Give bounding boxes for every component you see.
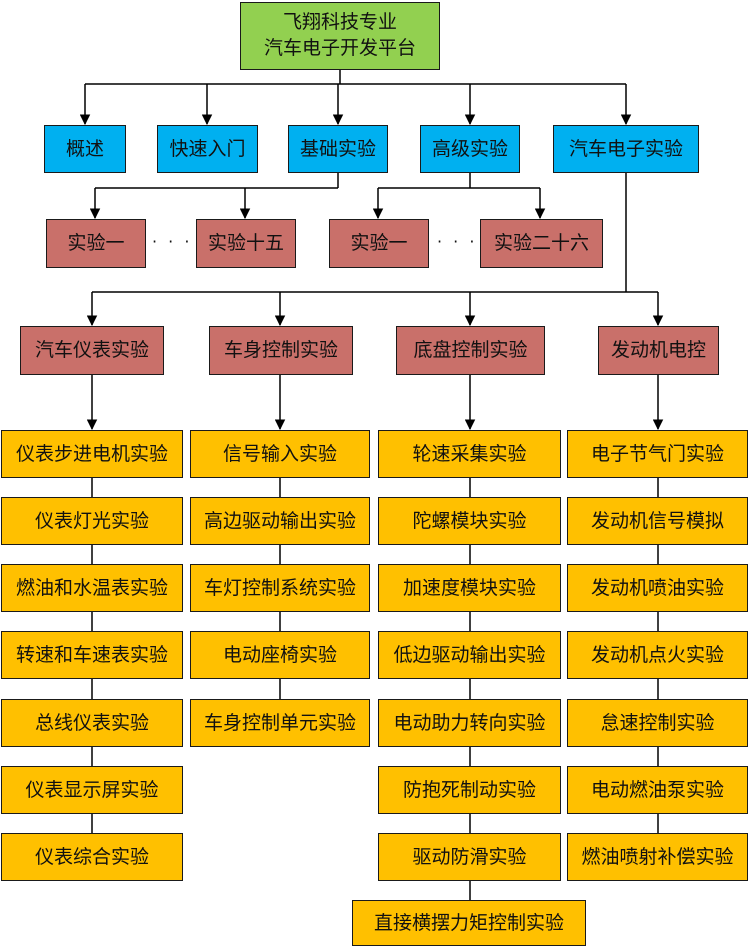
node-overview: 概述 <box>44 125 126 173</box>
category-engine-control: 发动机电控 <box>598 326 719 375</box>
item-chassis-4: 低边驱动输出实验 <box>378 631 561 679</box>
basic-experiment-first: 实验一 <box>46 219 146 268</box>
advanced-experiment-first: 实验一 <box>329 219 429 268</box>
item-body-1: 信号输入实验 <box>190 430 370 478</box>
advanced-experiment-last: 实验二十六 <box>480 219 603 268</box>
item-instrument-5: 总线仪表实验 <box>1 699 183 747</box>
root-node-platform: 飞翔科技专业 汽车电子开发平台 <box>240 2 440 70</box>
item-engine-2: 发动机信号模拟 <box>567 497 748 545</box>
category-chassis-control: 底盘控制实验 <box>396 326 545 375</box>
basic-experiment-last: 实验十五 <box>196 219 296 268</box>
item-body-2: 高边驱动输出实验 <box>190 497 370 545</box>
item-chassis-7: 驱动防滑实验 <box>378 833 561 881</box>
item-body-4: 电动座椅实验 <box>190 631 370 679</box>
node-auto-electronics-experiments: 汽车电子实验 <box>553 125 699 173</box>
advanced-experiments-ellipsis: · · · · <box>437 232 494 251</box>
item-engine-4: 发动机点火实验 <box>567 631 748 679</box>
item-chassis-6: 防抱死制动实验 <box>378 766 561 814</box>
item-chassis-3: 加速度模块实验 <box>378 564 561 612</box>
node-quickstart: 快速入门 <box>157 125 258 173</box>
item-engine-6: 电动燃油泵实验 <box>567 766 748 814</box>
root-title-line1: 飞翔科技专业 <box>282 11 397 34</box>
node-basic-experiments: 基础实验 <box>288 125 388 173</box>
item-instrument-3: 燃油和水温表实验 <box>1 564 183 612</box>
item-engine-7: 燃油喷射补偿实验 <box>567 833 748 881</box>
category-instrument: 汽车仪表实验 <box>20 326 164 375</box>
basic-experiments-ellipsis: · · · · <box>152 232 209 251</box>
root-title-line2: 汽车电子开发平台 <box>263 37 416 59</box>
item-chassis-1: 轮速采集实验 <box>378 430 561 478</box>
item-instrument-1: 仪表步进电机实验 <box>1 430 183 478</box>
item-body-3: 车灯控制系统实验 <box>190 564 370 612</box>
item-engine-1: 电子节气门实验 <box>567 430 748 478</box>
category-body-control: 车身控制实验 <box>209 326 353 375</box>
item-body-5: 车身控制单元实验 <box>190 699 370 747</box>
item-engine-5: 怠速控制实验 <box>567 699 748 747</box>
item-chassis-2: 陀螺模块实验 <box>378 497 561 545</box>
item-chassis-8: 直接横摆力矩控制实验 <box>352 900 586 946</box>
item-instrument-7: 仪表综合实验 <box>1 833 183 881</box>
item-chassis-5: 电动助力转向实验 <box>378 699 561 747</box>
item-instrument-4: 转速和车速表实验 <box>1 631 183 679</box>
item-instrument-2: 仪表灯光实验 <box>1 497 183 545</box>
item-engine-3: 发动机喷油实验 <box>567 564 748 612</box>
node-advanced-experiments: 高级实验 <box>420 125 520 173</box>
item-instrument-6: 仪表显示屏实验 <box>1 766 183 814</box>
